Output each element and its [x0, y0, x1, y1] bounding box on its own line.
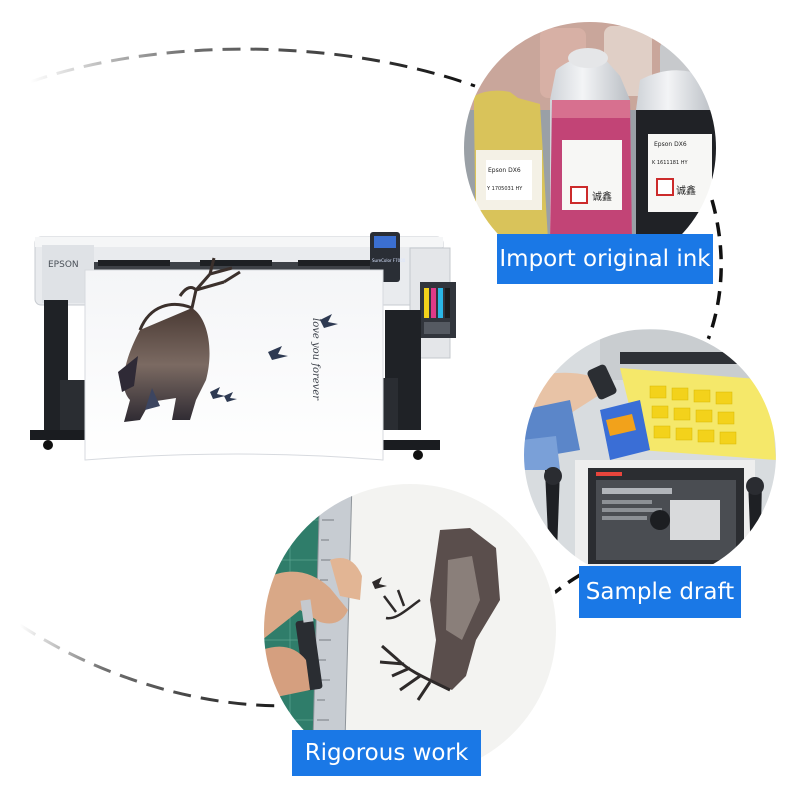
- sample-draft-label: Sample draft: [579, 566, 741, 618]
- ink-label-brand-2: Epson DX6: [654, 141, 687, 148]
- rigorous-work-label: Rigorous work: [292, 730, 481, 776]
- import-ink-label: Import original ink: [497, 234, 713, 284]
- svg-text:诚鑫: 诚鑫: [676, 184, 696, 197]
- svg-text:诚鑫: 诚鑫: [592, 190, 612, 203]
- print-text: love you forever: [310, 318, 321, 401]
- deer-head-print: [372, 528, 500, 701]
- ink-label-code-2: K 1611181 HY: [652, 160, 688, 166]
- sample-photo: [520, 325, 780, 585]
- ink-label-brand-1: Epson DX6: [488, 167, 521, 174]
- connector-lines: [19, 47, 723, 708]
- connector-top: [29, 47, 476, 88]
- ink-label-code-1: Y 1705031 HY: [486, 186, 523, 192]
- connector-middle: [523, 573, 581, 622]
- printer-model-badge: SureColor F7000: [372, 258, 406, 263]
- printer-brand: EPSON: [48, 260, 79, 270]
- deer-silhouette-icon: [118, 257, 241, 422]
- connector-right: [704, 199, 723, 346]
- printer: EPSON SureColor F7000: [30, 232, 456, 461]
- bird-icon: [210, 314, 338, 402]
- connector-bottom: [19, 623, 301, 708]
- rigor-photo: [260, 480, 560, 780]
